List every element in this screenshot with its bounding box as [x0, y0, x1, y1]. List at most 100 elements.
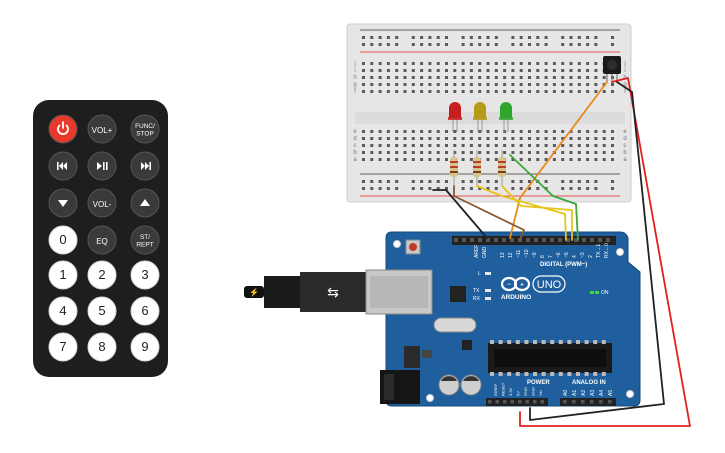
analog-label: ANALOG IN [572, 380, 606, 386]
analog-pin-label: A3 [590, 390, 596, 396]
digital-pin-label: 12 [508, 252, 514, 258]
remote-button-five[interactable]: 5 [87, 296, 117, 326]
arduino-logo: − + [500, 276, 531, 292]
analog-pin-label: A1 [572, 390, 578, 396]
wire-yellow [476, 185, 567, 241]
led-tx [485, 289, 491, 292]
led-group [448, 102, 513, 132]
remote-button-three[interactable]: 3 [130, 260, 160, 290]
remote-button-label: 6 [141, 303, 148, 318]
remote-button-label: 3 [141, 267, 148, 282]
row-letter: j [623, 61, 625, 67]
analog-header [560, 398, 616, 406]
remote-button-play-pause[interactable] [87, 151, 117, 181]
remote-button-power[interactable] [48, 114, 78, 144]
digital-pin-label: ~5 [564, 252, 570, 258]
ir-receiver [603, 56, 621, 82]
crystal-oscillator [433, 317, 477, 333]
svg-text:+: + [520, 283, 524, 289]
skip-forward-icon [141, 162, 151, 170]
row-letter: a [623, 157, 627, 163]
power-pin-label: IOREF [493, 383, 498, 396]
remote-button-label: 1 [59, 267, 66, 282]
remote-button-eight[interactable]: 8 [87, 332, 117, 362]
digital-pin-label: ~3 [580, 252, 586, 258]
remote-button-label: 7 [59, 339, 66, 354]
row-letter: b [353, 150, 357, 156]
wires [432, 77, 691, 427]
remote-button-six[interactable]: 6 [130, 296, 160, 326]
power-label: POWER [527, 380, 550, 386]
play-pause-icon [97, 162, 108, 170]
l-label: L [478, 271, 481, 277]
remote-button-four[interactable]: 4 [48, 296, 78, 326]
remote-button-func-stop[interactable]: FUNC/STOP [130, 114, 160, 144]
remote-button-eq[interactable]: EQ [87, 225, 117, 255]
remote-button-grid: VOL+ FUNC/STOP VOL- 0 EQ ST/REPT 1 2 3 4 5 6 7 8 9 [48, 114, 160, 362]
digital-pin-label: 8 [540, 255, 546, 258]
remote-button-up[interactable] [130, 188, 160, 218]
row-letter: c [354, 143, 357, 149]
model-label: UNO [537, 279, 562, 291]
row-letter: i [354, 68, 355, 74]
usb-symbol-icon: ⇆ [327, 285, 339, 301]
led-l [485, 272, 491, 275]
remote-button-label: VOL+ [92, 126, 113, 135]
power-header [486, 398, 548, 406]
remote-button-down[interactable] [48, 188, 78, 218]
mounting-hole [393, 240, 401, 248]
wire-black-receiver [529, 81, 665, 421]
usb-cable: ⚡ ⇆ [244, 269, 433, 315]
power-pin-label: Vin [538, 390, 543, 396]
svg-text:−: − [507, 282, 511, 288]
usb-plug-end [244, 286, 264, 298]
mounting-hole [626, 390, 634, 398]
led-red [448, 102, 462, 132]
remote-button-label-line2: REPT [136, 242, 153, 249]
gnd-label: GND [482, 247, 488, 259]
rx-label: RX [473, 296, 481, 302]
digital-pin-label: 13 [500, 252, 506, 258]
remote-button-next[interactable] [130, 151, 160, 181]
digital-pin-label: ~6 [556, 252, 562, 258]
remote-button-label: 5 [98, 303, 105, 318]
remote-button-seven[interactable]: 7 [48, 332, 78, 362]
center-channel [355, 112, 625, 124]
aref-label: AREF [474, 245, 480, 258]
voltage-regulator [404, 346, 420, 368]
remote-button-one[interactable]: 1 [48, 260, 78, 290]
row-letter: j [353, 61, 355, 67]
power-pin-label: 3.3V [508, 387, 513, 396]
remote-button-nine[interactable]: 9 [130, 332, 160, 362]
led-green [499, 102, 513, 132]
arrow-up-icon [140, 199, 150, 206]
usb-strain-relief [264, 276, 300, 308]
led-yellow [473, 102, 487, 132]
digital-label: DIGITAL (PWM~) [540, 262, 587, 268]
resistor-3 [498, 150, 506, 186]
remote-button-vol-down[interactable]: VOL- [87, 188, 117, 218]
remote-button-prev[interactable] [48, 151, 78, 181]
remote-button-label: EQ [96, 237, 108, 246]
remote-button-label-line2: STOP [136, 131, 154, 138]
remote-button-st-rept[interactable]: ST/REPT [130, 225, 160, 255]
remote-button-label: FUNC/ [135, 123, 155, 130]
row-letter: b [623, 150, 627, 156]
row-letter: i [624, 68, 625, 74]
digital-pin-label: 2 [588, 255, 594, 258]
usb-chip [450, 286, 466, 302]
remote-button-label: 9 [141, 339, 148, 354]
usb-plug-body [300, 272, 366, 312]
remote-button-two[interactable]: 2 [87, 260, 117, 290]
digital-pin-label: TX→1 [596, 244, 602, 258]
on-label: ON [601, 290, 609, 296]
ir-remote: VOL+ FUNC/STOP VOL- 0 EQ ST/REPT 1 2 3 4 5 6 7 8 9 [33, 100, 168, 377]
remote-button-vol-up[interactable]: VOL+ [87, 114, 117, 144]
row-letter: a [353, 157, 357, 163]
remote-button-zero[interactable]: 0 [48, 225, 78, 255]
remote-button-label: 0 [59, 232, 66, 247]
